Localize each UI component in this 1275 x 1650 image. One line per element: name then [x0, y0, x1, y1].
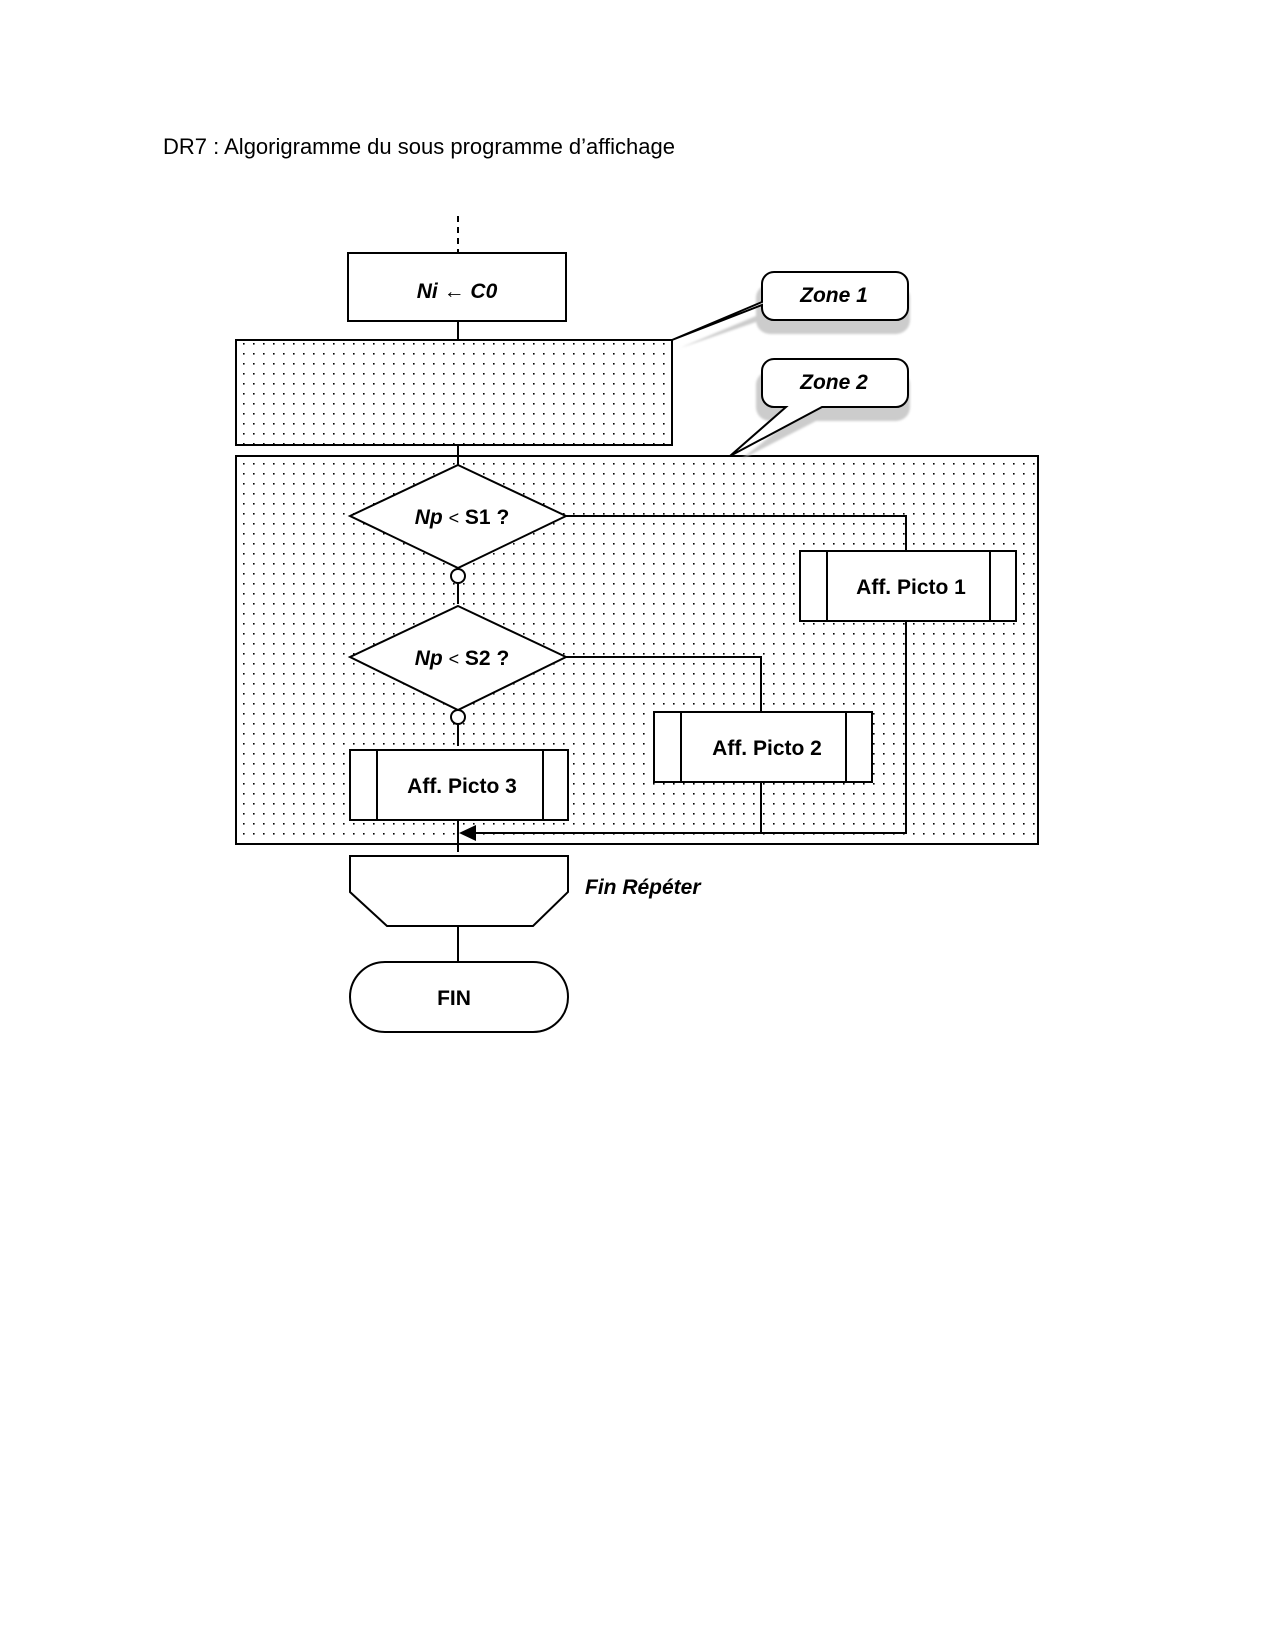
zone-1-callout: Zone 1: [671, 271, 909, 341]
subroutine-picto-2: Aff. Picto 2: [653, 711, 873, 783]
document-title: DR7 : Algorigramme du sous programme d’a…: [163, 134, 675, 159]
merge-arrow-icon: [459, 825, 476, 841]
junction-circle: [450, 709, 466, 725]
svg-text:Aff. Picto 1: Aff. Picto 1: [856, 576, 966, 599]
svg-text:FIN: FIN: [437, 987, 471, 1010]
svg-text:Aff. Picto 3: Aff. Picto 3: [407, 775, 517, 798]
zone-2-label: Zone 2: [799, 371, 868, 394]
svg-text:Np < S1 ?: Np < S1 ?: [415, 506, 510, 529]
zone-1-label: Zone 1: [799, 284, 868, 307]
assign-var: Ni: [417, 280, 439, 303]
left-arrow-icon: ←: [444, 280, 465, 303]
end-terminator: FIN: [349, 961, 569, 1033]
decision-2: Np < S2 ?: [347, 604, 569, 712]
svg-text:Aff. Picto 2: Aff. Picto 2: [712, 737, 822, 760]
zone-1-area: [235, 339, 673, 446]
loop-end-shape: [349, 855, 569, 927]
zone-2-callout: Zone 2: [729, 358, 909, 457]
svg-text:Np < S2 ?: Np < S2 ?: [415, 647, 510, 670]
svg-text:Ni ← C0: Ni ← C0: [417, 280, 498, 303]
assign-value: C0: [470, 280, 497, 303]
junction-circle: [450, 568, 466, 584]
subroutine-picto-3: Aff. Picto 3: [349, 749, 569, 821]
loop-end-label: Fin Répéter: [585, 876, 702, 899]
subroutine-picto-1: Aff. Picto 1: [799, 550, 1017, 622]
assignment-box: Ni ← C0: [347, 252, 567, 322]
